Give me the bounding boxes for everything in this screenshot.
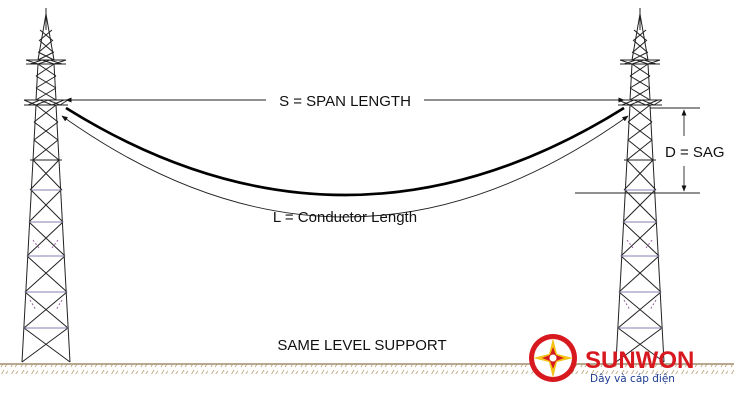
support-type-label: SAME LEVEL SUPPORT [277,337,446,354]
sunwon-emblem-icon [529,334,577,382]
left-transmission-tower [21,8,71,363]
sunwon-logo: SUNWON Dây và cáp điện [529,334,694,385]
brand-tagline: Dây và cáp điện [590,373,675,385]
ground [0,363,734,374]
conductor-line [65,106,625,197]
conductor-length-label: L = Conductor Length [273,209,417,226]
sag-label: D = SAG [665,144,725,161]
brand-name: SUNWON [585,347,694,374]
span-length-label: S = SPAN LENGTH [279,93,411,110]
conductor-length-arrow [61,115,629,218]
sag-dimension [575,107,700,194]
right-transmission-tower [615,8,665,363]
